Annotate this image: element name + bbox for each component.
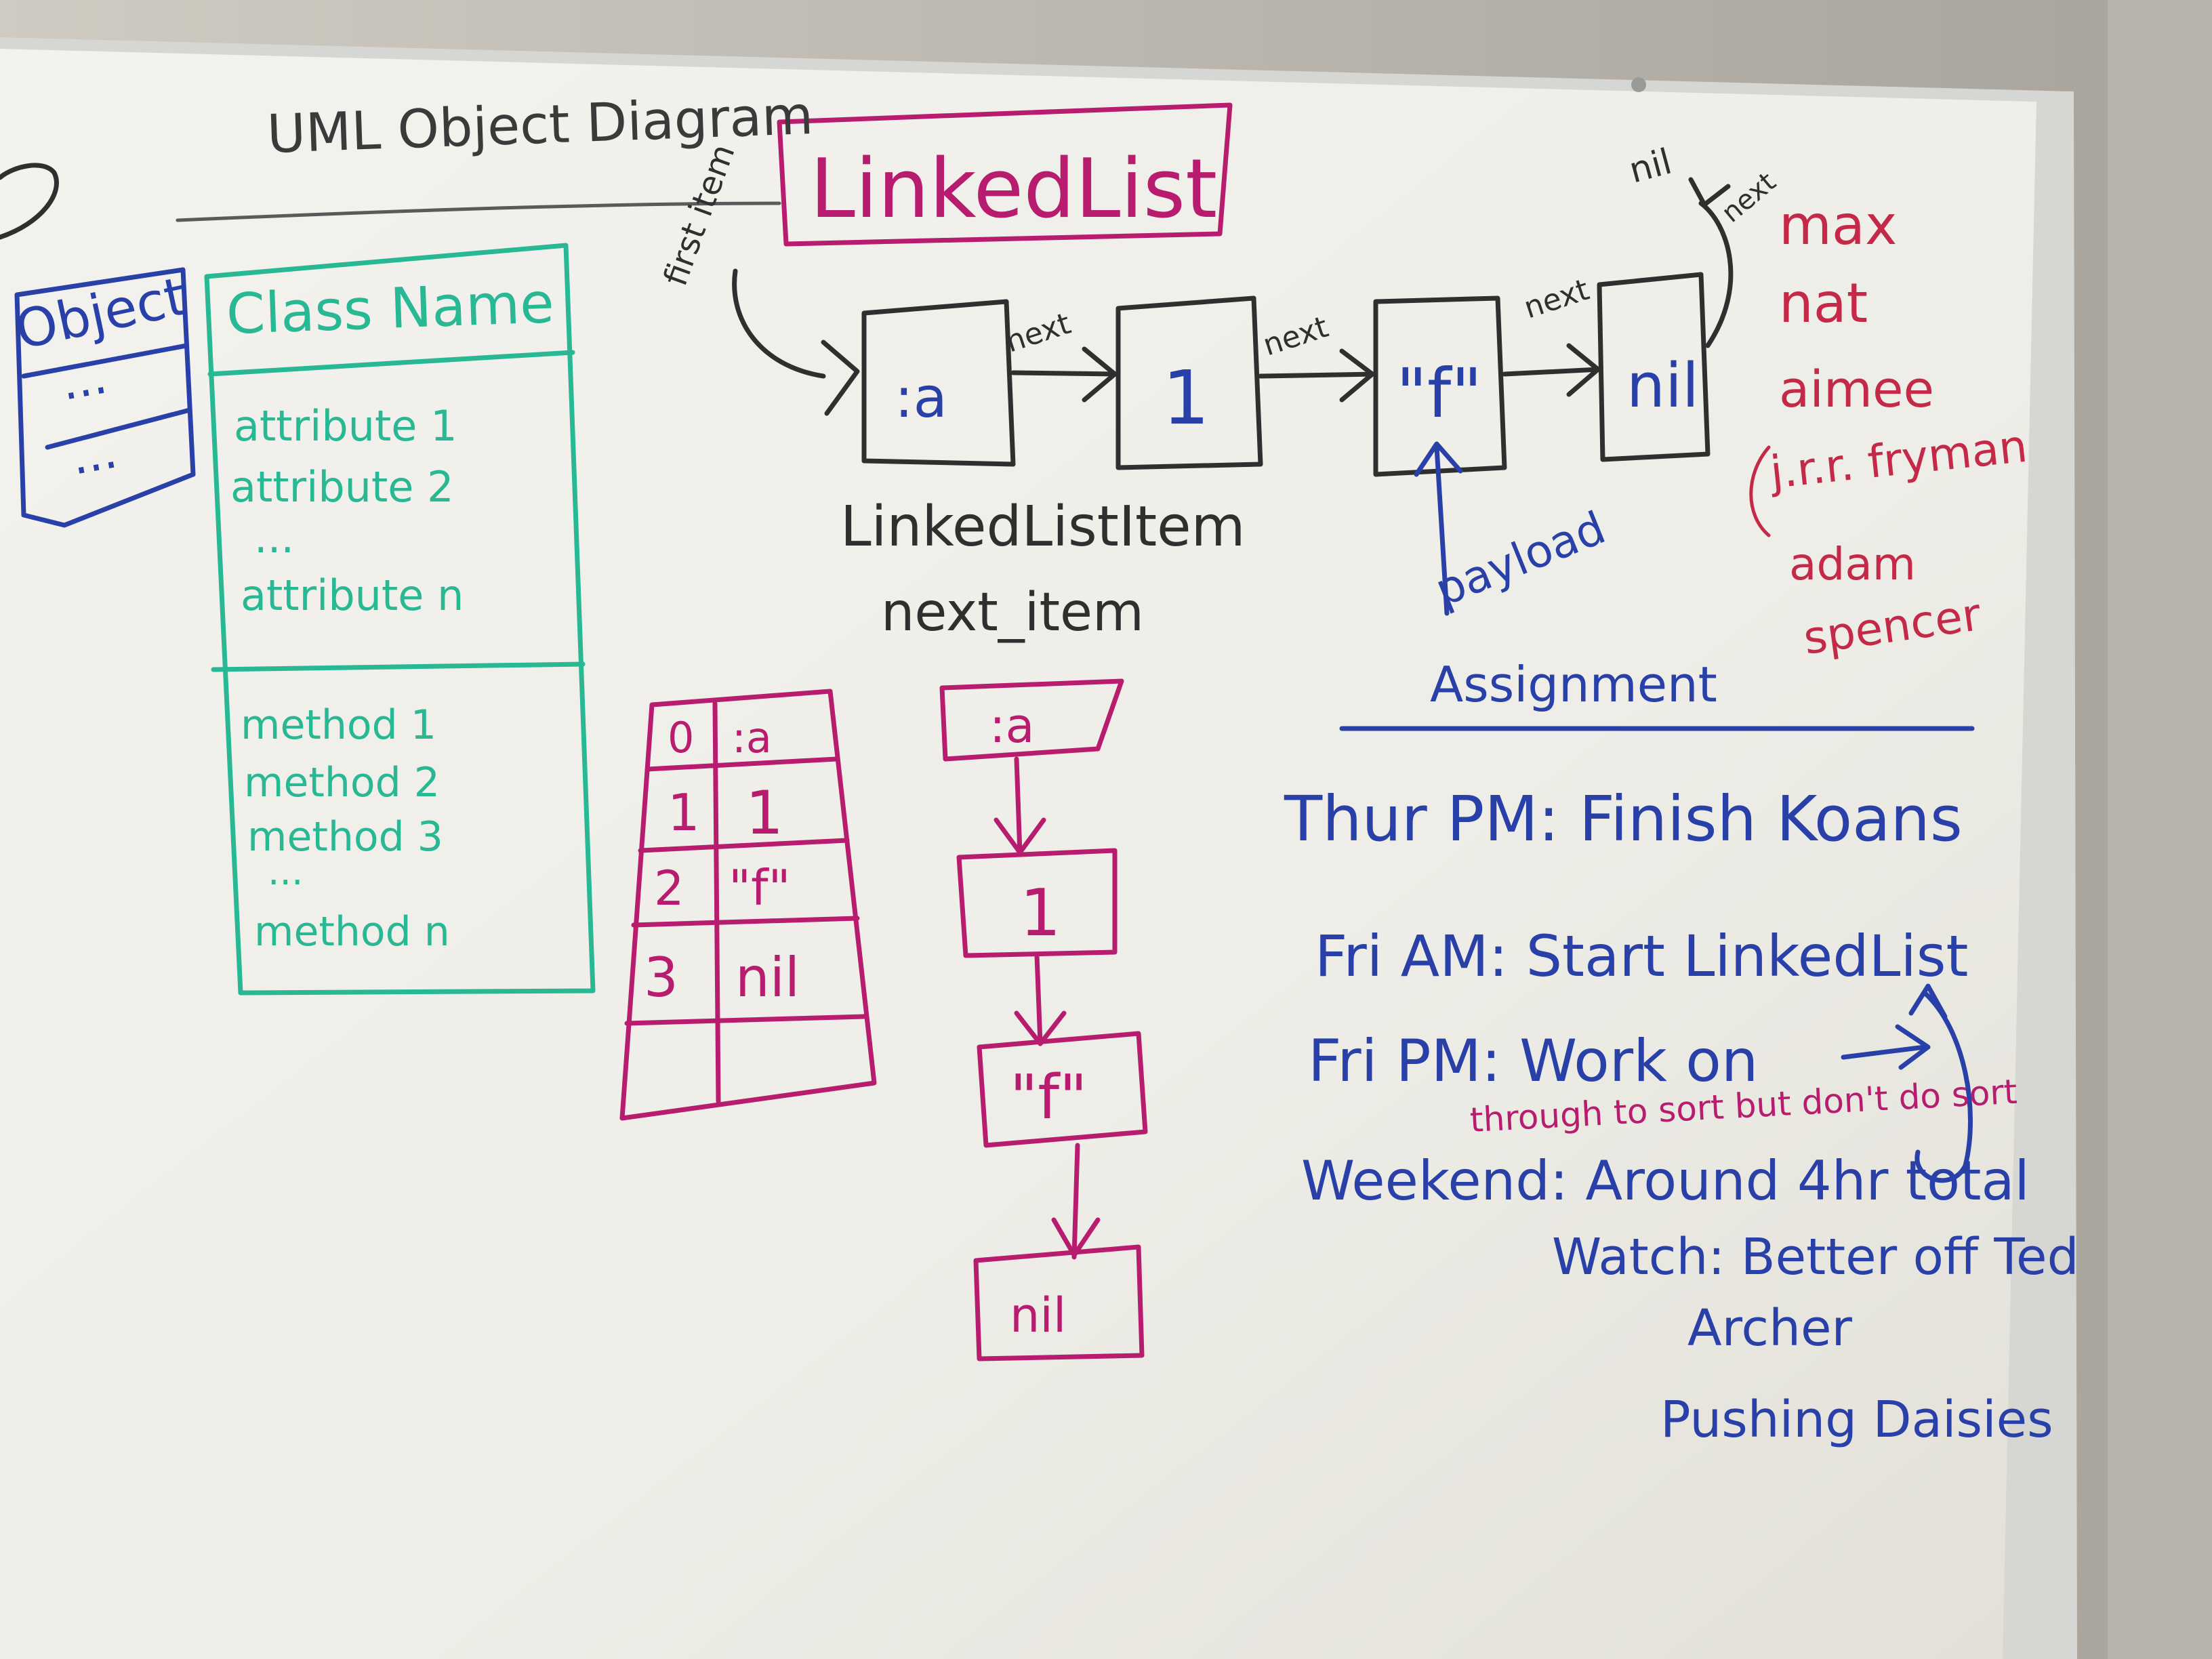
- object-row-1: ...: [57, 348, 111, 411]
- array-index: 3: [644, 946, 678, 1009]
- chain-value: nil: [1010, 1288, 1066, 1343]
- whiteboard-ink: [0, 102, 1975, 1361]
- array-table-row: [644, 756, 840, 772]
- node-value: nil: [1626, 350, 1699, 422]
- assignment-line: Watch: Better off Ted: [1552, 1228, 2079, 1286]
- arrowhead-icon: [994, 817, 1046, 855]
- arrowhead-icon: [1566, 343, 1601, 397]
- chain-value: "f": [1010, 1062, 1087, 1133]
- payload-arrow: [1434, 445, 1450, 616]
- chain-node-box: [977, 1031, 1148, 1148]
- screw-icon: [1631, 77, 1646, 92]
- arrowhead-icon: [1895, 1024, 1931, 1070]
- chain-node-box: [939, 678, 1124, 762]
- array-table-row: [624, 1014, 867, 1026]
- arrowhead-icon: [1051, 1217, 1101, 1258]
- linked-node-box: [1597, 272, 1711, 462]
- arrowhead-icon: [821, 340, 860, 416]
- array-table: [619, 689, 877, 1121]
- array-table-row: [638, 838, 850, 853]
- assignment-line: Thur PM: Finish Koans: [1284, 783, 1963, 855]
- linked-node-box: [861, 299, 1016, 467]
- linked-node-box: [1373, 295, 1507, 477]
- student-name: adam: [1789, 538, 1916, 590]
- next-item-label: next_item: [881, 582, 1144, 643]
- class-name-label: Class Name: [225, 271, 555, 347]
- linkedlist-title-box: [777, 102, 1233, 247]
- assignment-line: Pushing Daisies: [1660, 1391, 2053, 1449]
- names-bracket: [1749, 445, 1771, 537]
- assignment-line: Fri AM: Start LinkedList: [1315, 923, 1968, 989]
- bracket-loop: [1914, 990, 1973, 1183]
- first-item-arrow: [732, 268, 826, 379]
- wall-right-column: [2108, 0, 2212, 1659]
- chain-arrow: [1014, 756, 1023, 857]
- student-name: aimee: [1779, 361, 1934, 419]
- node-class-label: LinkedListItem: [840, 495, 1246, 559]
- method-label: method 2: [244, 759, 440, 806]
- header-underline: [176, 201, 781, 222]
- array-table-col: [712, 701, 721, 1104]
- attribute-label: attribute n: [241, 571, 464, 620]
- arrowhead-icon: [1082, 346, 1118, 403]
- method-label: method 3: [247, 813, 443, 861]
- class-box: [204, 243, 596, 996]
- curve-stroke: [0, 163, 59, 240]
- assignment-title: Assignment: [1430, 656, 1717, 713]
- student-name: max: [1779, 194, 1897, 257]
- arrowhead-icon: [1014, 1010, 1067, 1046]
- chain-value: 1: [1020, 876, 1061, 951]
- method-label: method n: [254, 908, 450, 956]
- node-value: 1: [1162, 354, 1210, 441]
- linkedlist-title: LinkedList: [810, 142, 1217, 237]
- chain-node-box: [956, 848, 1118, 958]
- arrowhead-icon: [1414, 441, 1463, 477]
- object-row-2: ...: [67, 423, 121, 485]
- next-arrow: [1502, 367, 1602, 377]
- assignment-line: Weekend: Around 4hr total: [1301, 1149, 2030, 1212]
- array-value: nil: [735, 946, 800, 1009]
- object-box-divider: [21, 343, 189, 379]
- chain-arrow: [1034, 953, 1043, 1046]
- work-on-arrow: [1841, 1044, 1927, 1060]
- object-box: [14, 267, 196, 528]
- class-box-divider: [207, 350, 575, 377]
- array-index: 0: [668, 713, 694, 762]
- array-value: 1: [745, 778, 783, 848]
- chain-value: :a: [989, 698, 1034, 754]
- next-arrow: [1010, 370, 1121, 377]
- class-box-divider: [211, 661, 586, 672]
- linked-node-box: [1115, 295, 1263, 470]
- student-name: nat: [1779, 272, 1868, 335]
- assignment-line: Fri PM: Work on: [1308, 1027, 1758, 1095]
- attribute-label: ...: [254, 513, 294, 562]
- array-value: :a: [732, 713, 772, 762]
- array-index: 1: [668, 783, 700, 842]
- next-arrow: [1258, 371, 1378, 379]
- attribute-label: attribute 1: [234, 401, 457, 451]
- node-value: :a: [895, 366, 947, 430]
- attribute-label: attribute 2: [230, 462, 454, 512]
- arrowhead-icon: [1339, 348, 1375, 403]
- array-table-row: [631, 916, 860, 928]
- chain-arrow: [1071, 1143, 1080, 1260]
- node-value: "f": [1396, 354, 1482, 433]
- object-box-divider: [45, 407, 192, 450]
- array-index: 2: [654, 861, 684, 916]
- arrowhead-icon: [1688, 177, 1731, 207]
- arrowhead-icon: [1908, 983, 1948, 1019]
- chain-node-box: [973, 1244, 1145, 1361]
- loop-arrow: [1698, 201, 1734, 348]
- method-label: ...: [268, 850, 303, 893]
- assignment-line: Archer: [1687, 1299, 1853, 1357]
- array-value: "f": [729, 859, 791, 916]
- method-label: method 1: [241, 701, 436, 749]
